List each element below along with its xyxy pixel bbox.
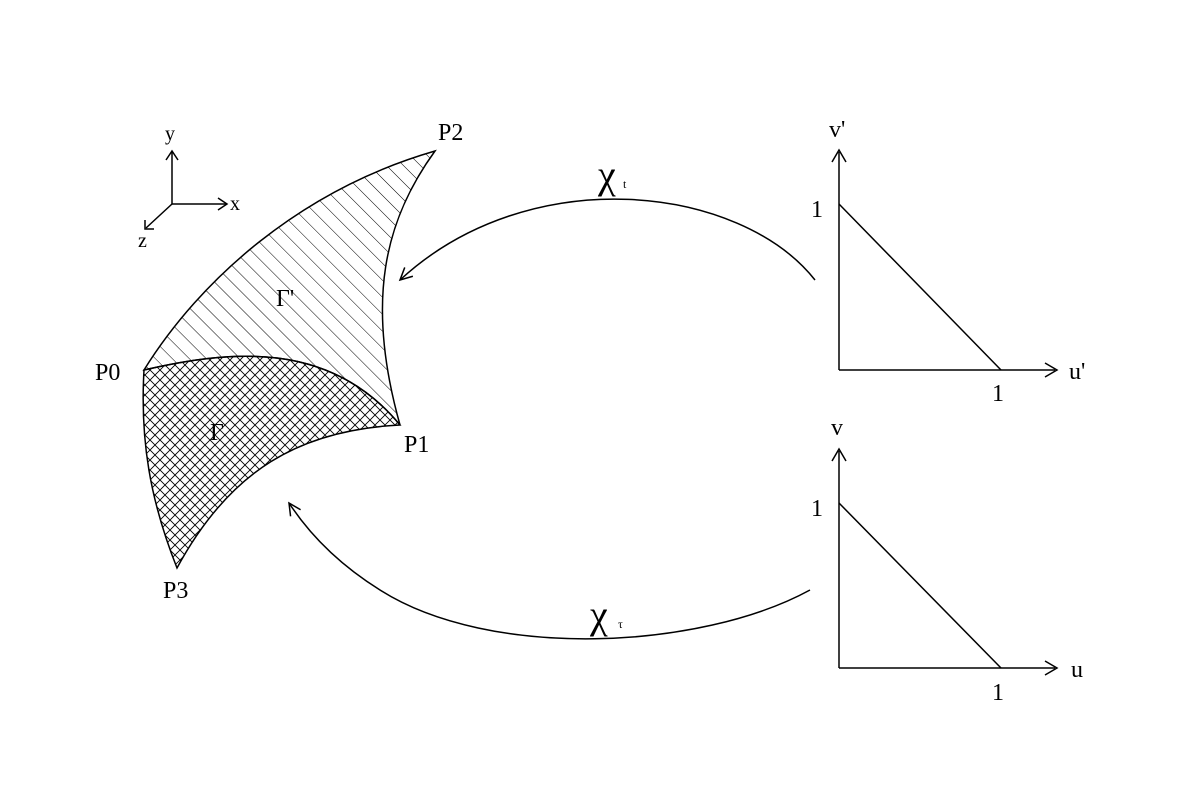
bottom-v-axis-label: v (831, 415, 843, 441)
point-label-p3: P3 (163, 578, 188, 604)
lower-surface-region (142, 355, 402, 570)
top-map-symbol: χ (597, 152, 616, 197)
y-axis-label: y (165, 123, 175, 145)
bottom-mapping-arrow (288, 501, 811, 640)
point-label-p0: P0 (95, 360, 120, 386)
top-map-subscript: t (623, 177, 627, 191)
top-u-axis-arrow-icon (1044, 362, 1059, 378)
bottom-reference-triangle: v u 1 1 (811, 415, 1083, 706)
x-axis-arrow-icon (217, 197, 229, 211)
top-hypotenuse (838, 203, 1002, 371)
x-axis-label: x (230, 193, 240, 215)
bottom-v-axis-arrow-icon (831, 447, 847, 462)
z-axis-label: z (138, 230, 147, 252)
z-axis-line (145, 203, 173, 229)
top-u-tick-label: 1 (992, 381, 1004, 407)
top-mapping-arrow (398, 198, 816, 282)
bottom-hypotenuse (838, 502, 1002, 669)
y-axis-arrow-icon (165, 149, 179, 161)
top-v-axis-arrow-icon (831, 148, 847, 163)
z-axis-arrow-icon (144, 220, 154, 230)
point-label-p2: P2 (438, 120, 463, 146)
bottom-map-subscript: τ (618, 617, 623, 631)
bottom-u-axis-label: u (1071, 657, 1083, 683)
bottom-u-axis-arrow-icon (1044, 660, 1059, 676)
bottom-map-symbol: χ (589, 592, 608, 637)
top-v-axis-label: v' (829, 117, 845, 143)
coordinate-frame: y x z (138, 123, 240, 252)
point-label-p1: P1 (404, 432, 429, 458)
top-u-axis-label: u' (1069, 359, 1085, 385)
bottom-v-tick-label: 1 (811, 496, 823, 522)
bottom-u-tick-label: 1 (992, 680, 1004, 706)
region-label-upper: Γ' (276, 286, 294, 312)
region-label-lower: Γ (210, 420, 224, 446)
top-reference-triangle: v' u' 1 1 (811, 117, 1085, 407)
top-v-tick-label: 1 (811, 197, 823, 223)
